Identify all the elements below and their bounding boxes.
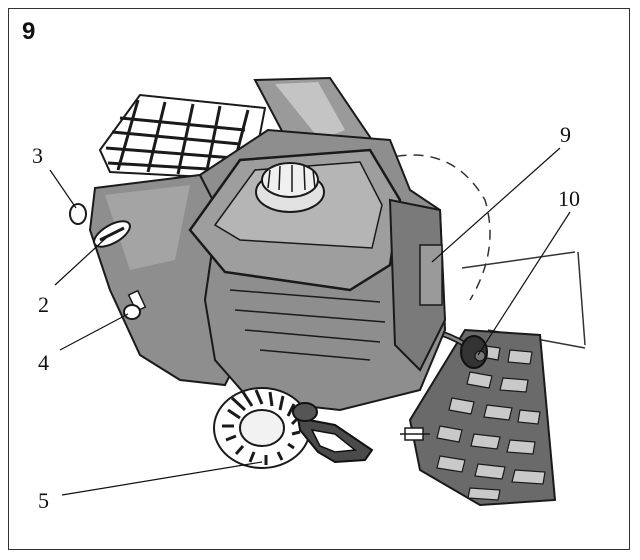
- starter-handle-grip: [310, 429, 357, 453]
- callout-9: 9: [560, 122, 571, 147]
- leader-4: [59, 313, 129, 351]
- fuel-cap-ridges: [267, 165, 316, 192]
- callout-3: 3: [32, 143, 43, 168]
- frame-line-right: [461, 251, 576, 269]
- callout-10: 10: [558, 186, 580, 211]
- handle-bar-highlight: [275, 82, 345, 140]
- figure-number: 9: [22, 18, 36, 45]
- recoil-starter-hub: [239, 409, 285, 447]
- callout-5: 5: [38, 488, 49, 513]
- dashed-arc: [379, 154, 491, 301]
- leader-2: [54, 237, 107, 286]
- leader-5: [61, 461, 263, 496]
- air-filter-grille: [105, 99, 250, 176]
- engine-ribs: [229, 289, 386, 361]
- leader-3: [49, 169, 77, 209]
- callout-4: 4: [38, 350, 49, 375]
- tire-treads: [436, 344, 546, 501]
- fuel-cap: [261, 162, 319, 198]
- leader-10: [477, 211, 571, 356]
- engine-right-cover: [388, 198, 447, 372]
- housing-shading: [105, 185, 190, 270]
- callout-2: 2: [38, 292, 49, 317]
- fuel-valve-stem: [127, 289, 147, 313]
- choke-lever-slot: [99, 226, 125, 242]
- frame-line-vertical: [577, 251, 586, 346]
- starter-rope-guide: [292, 402, 318, 422]
- ignition-coil: [419, 244, 443, 306]
- fuel-valve-knob: [123, 304, 141, 320]
- recoil-starter-fins: [222, 389, 302, 465]
- choke-knob: [69, 203, 87, 225]
- leader-9: [431, 147, 561, 263]
